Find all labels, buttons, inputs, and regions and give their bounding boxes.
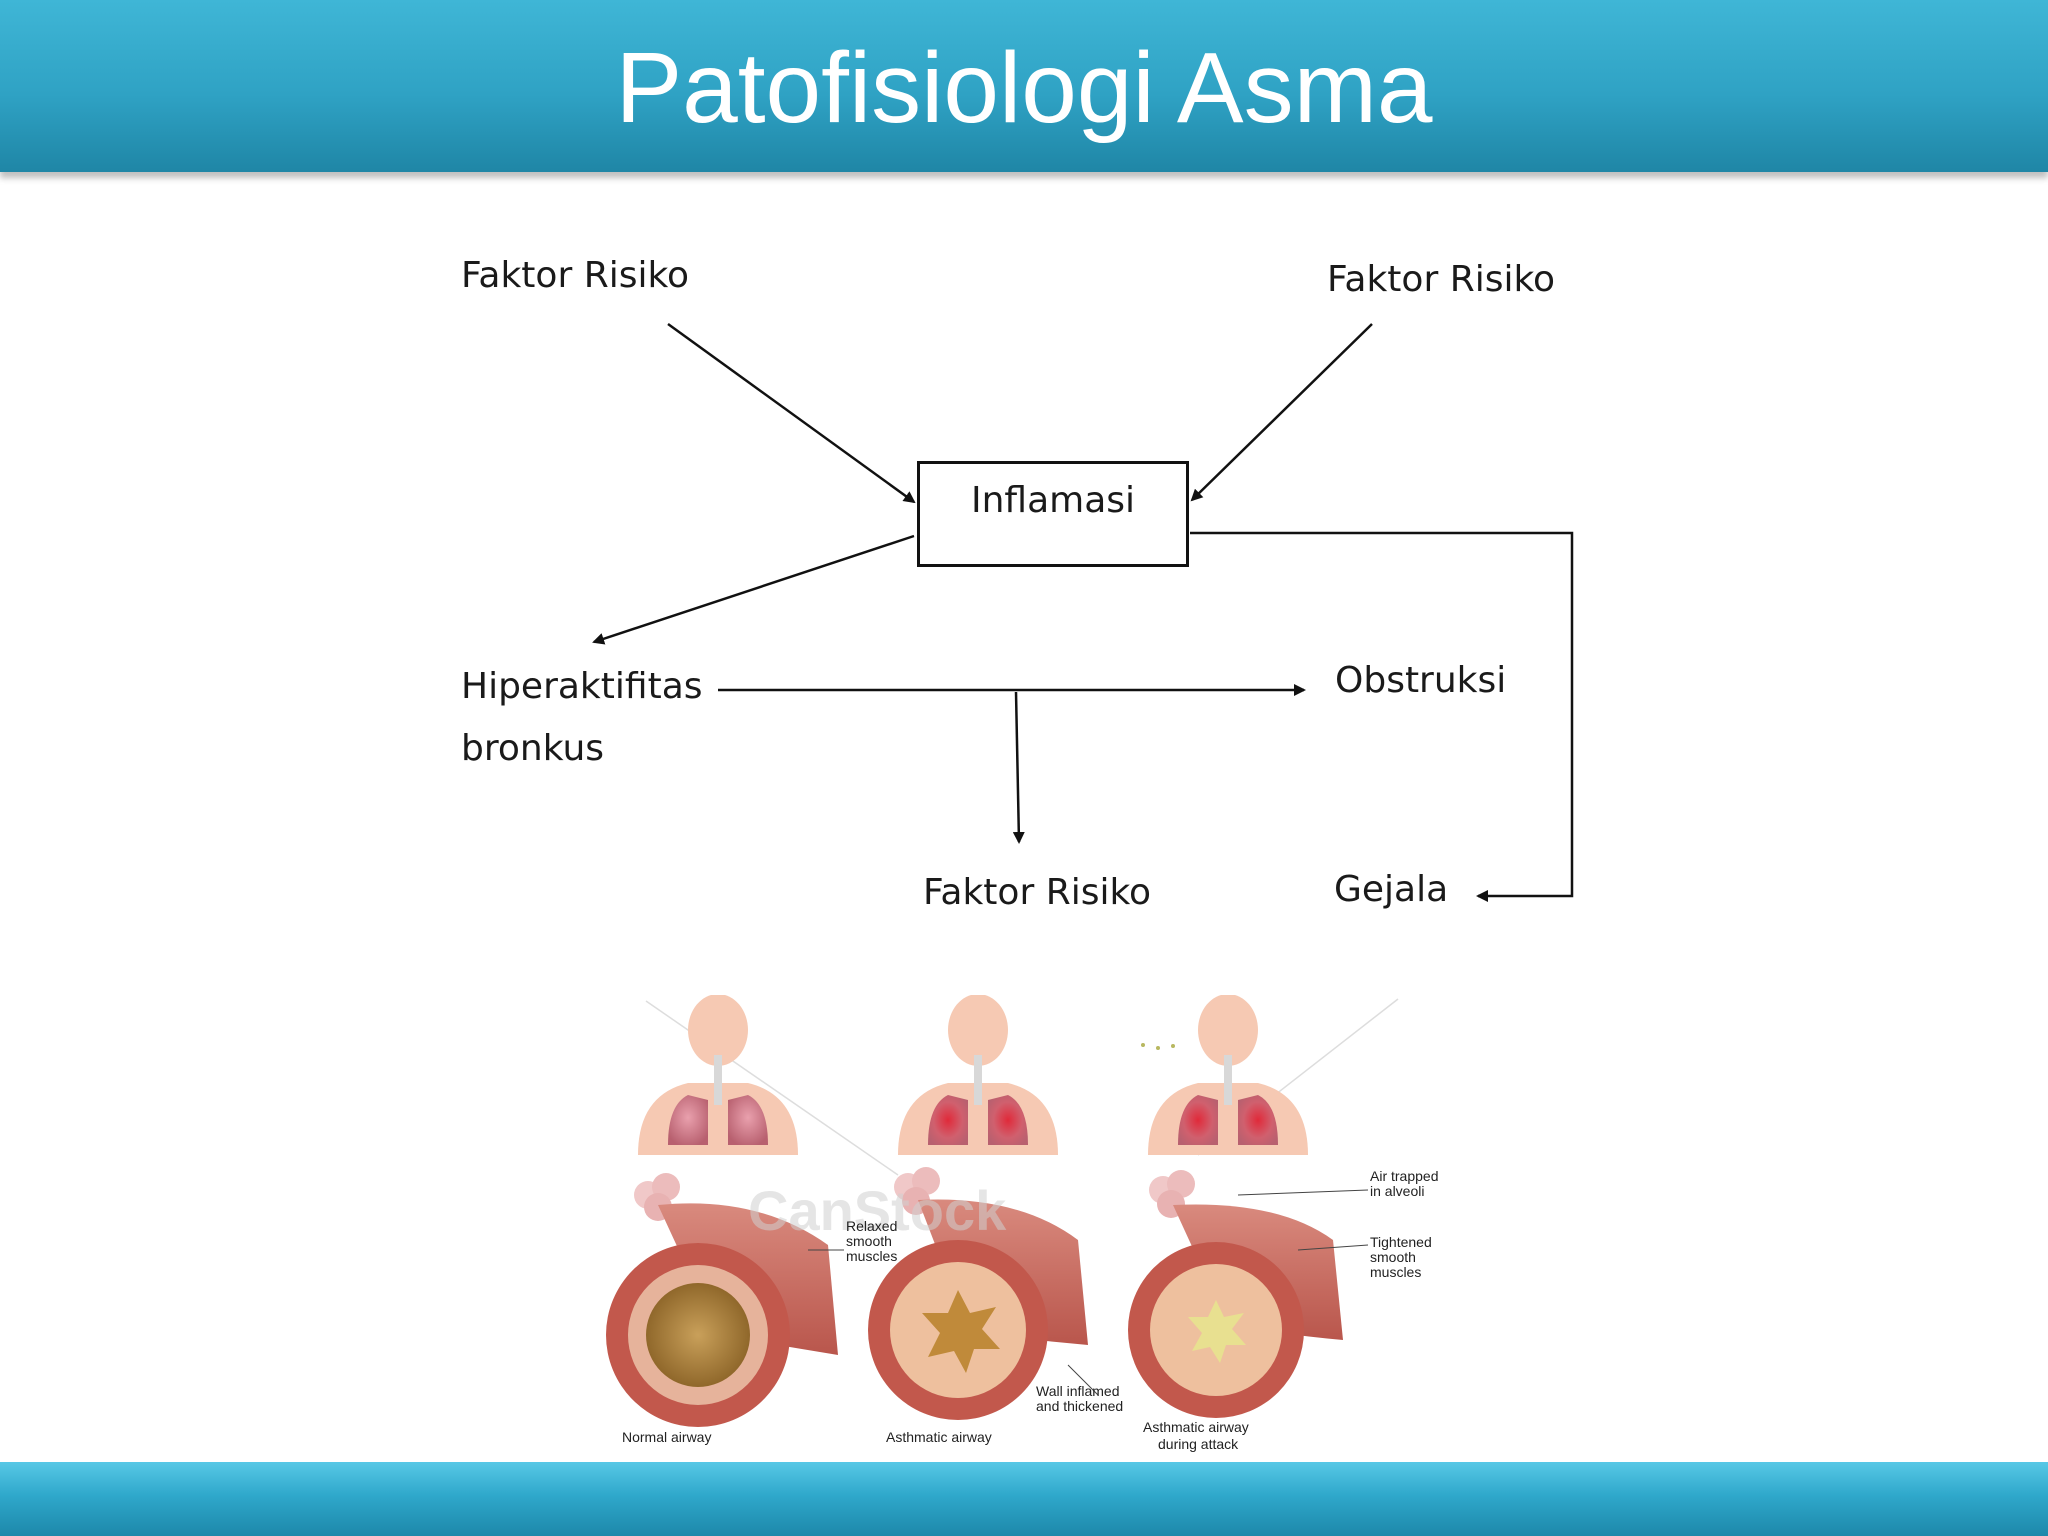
slide-title: Patofisiologi Asma — [615, 32, 1433, 144]
obstruction-label: Obstruksi — [1335, 660, 1507, 701]
label-tight-2: smooth — [1370, 1249, 1416, 1265]
caption-attack-1: Asthmatic airway — [1143, 1419, 1249, 1435]
caption-asthmatic: Asthmatic airway — [886, 1429, 992, 1445]
label-wall-2: and thickened — [1036, 1398, 1123, 1414]
hyperactivity-label-line1: Hiperaktifitas — [461, 666, 703, 707]
arrow-risk-left-to-inflammation — [667, 322, 916, 504]
label-air-1: Air trapped — [1370, 1168, 1438, 1184]
risk-factor-label-top-left: Faktor Risiko — [461, 255, 690, 296]
label-relaxed-1: Relaxed — [846, 1218, 897, 1234]
label-wall-1: Wall inflamed — [1036, 1383, 1120, 1399]
torso-asthmatic — [898, 994, 1058, 1155]
title-bar: Patofisiologi Asma — [0, 0, 2048, 172]
label-tight-1: Tightened — [1370, 1234, 1432, 1250]
airway-asthmatic — [868, 1167, 1088, 1420]
label-relaxed-3: muscles — [846, 1248, 897, 1264]
label-tight-3: muscles — [1370, 1264, 1421, 1280]
risk-factor-label-bottom: Faktor Risiko — [923, 872, 1152, 913]
label-air-2: in alveoli — [1370, 1183, 1424, 1199]
arrow-inflammation-to-symptoms — [1190, 531, 1574, 902]
arrow-to-bottom-risk — [1012, 691, 1025, 844]
diagram-arrows — [592, 322, 1574, 902]
caption-normal: Normal airway — [622, 1429, 711, 1445]
label-relaxed-2: smooth — [846, 1233, 892, 1249]
hyperactivity-label-line2: bronkus — [461, 728, 605, 769]
airway-illustration: CanStock Relaxed smooth muscles Wall inf… — [598, 994, 1450, 1462]
inflammation-box: Inflamasi — [917, 461, 1189, 567]
airway-normal — [606, 1173, 838, 1427]
footer-bar — [0, 1462, 2048, 1536]
arrow-inflammation-to-hyperactivity — [592, 534, 915, 645]
caption-attack-2: during attack — [1158, 1436, 1239, 1452]
airway-attack — [1128, 1170, 1343, 1418]
torso-normal — [638, 994, 798, 1155]
pathophysiology-diagram: Faktor Risiko Faktor Risiko Inflamasi Hi… — [461, 255, 1574, 913]
risk-factor-label-top-right: Faktor Risiko — [1327, 259, 1556, 300]
arrow-risk-right-to-inflammation — [1190, 323, 1373, 502]
watermark-text: CanStock — [748, 1179, 1007, 1242]
symptoms-label: Gejala — [1334, 869, 1449, 910]
torso-attack — [1141, 994, 1308, 1155]
